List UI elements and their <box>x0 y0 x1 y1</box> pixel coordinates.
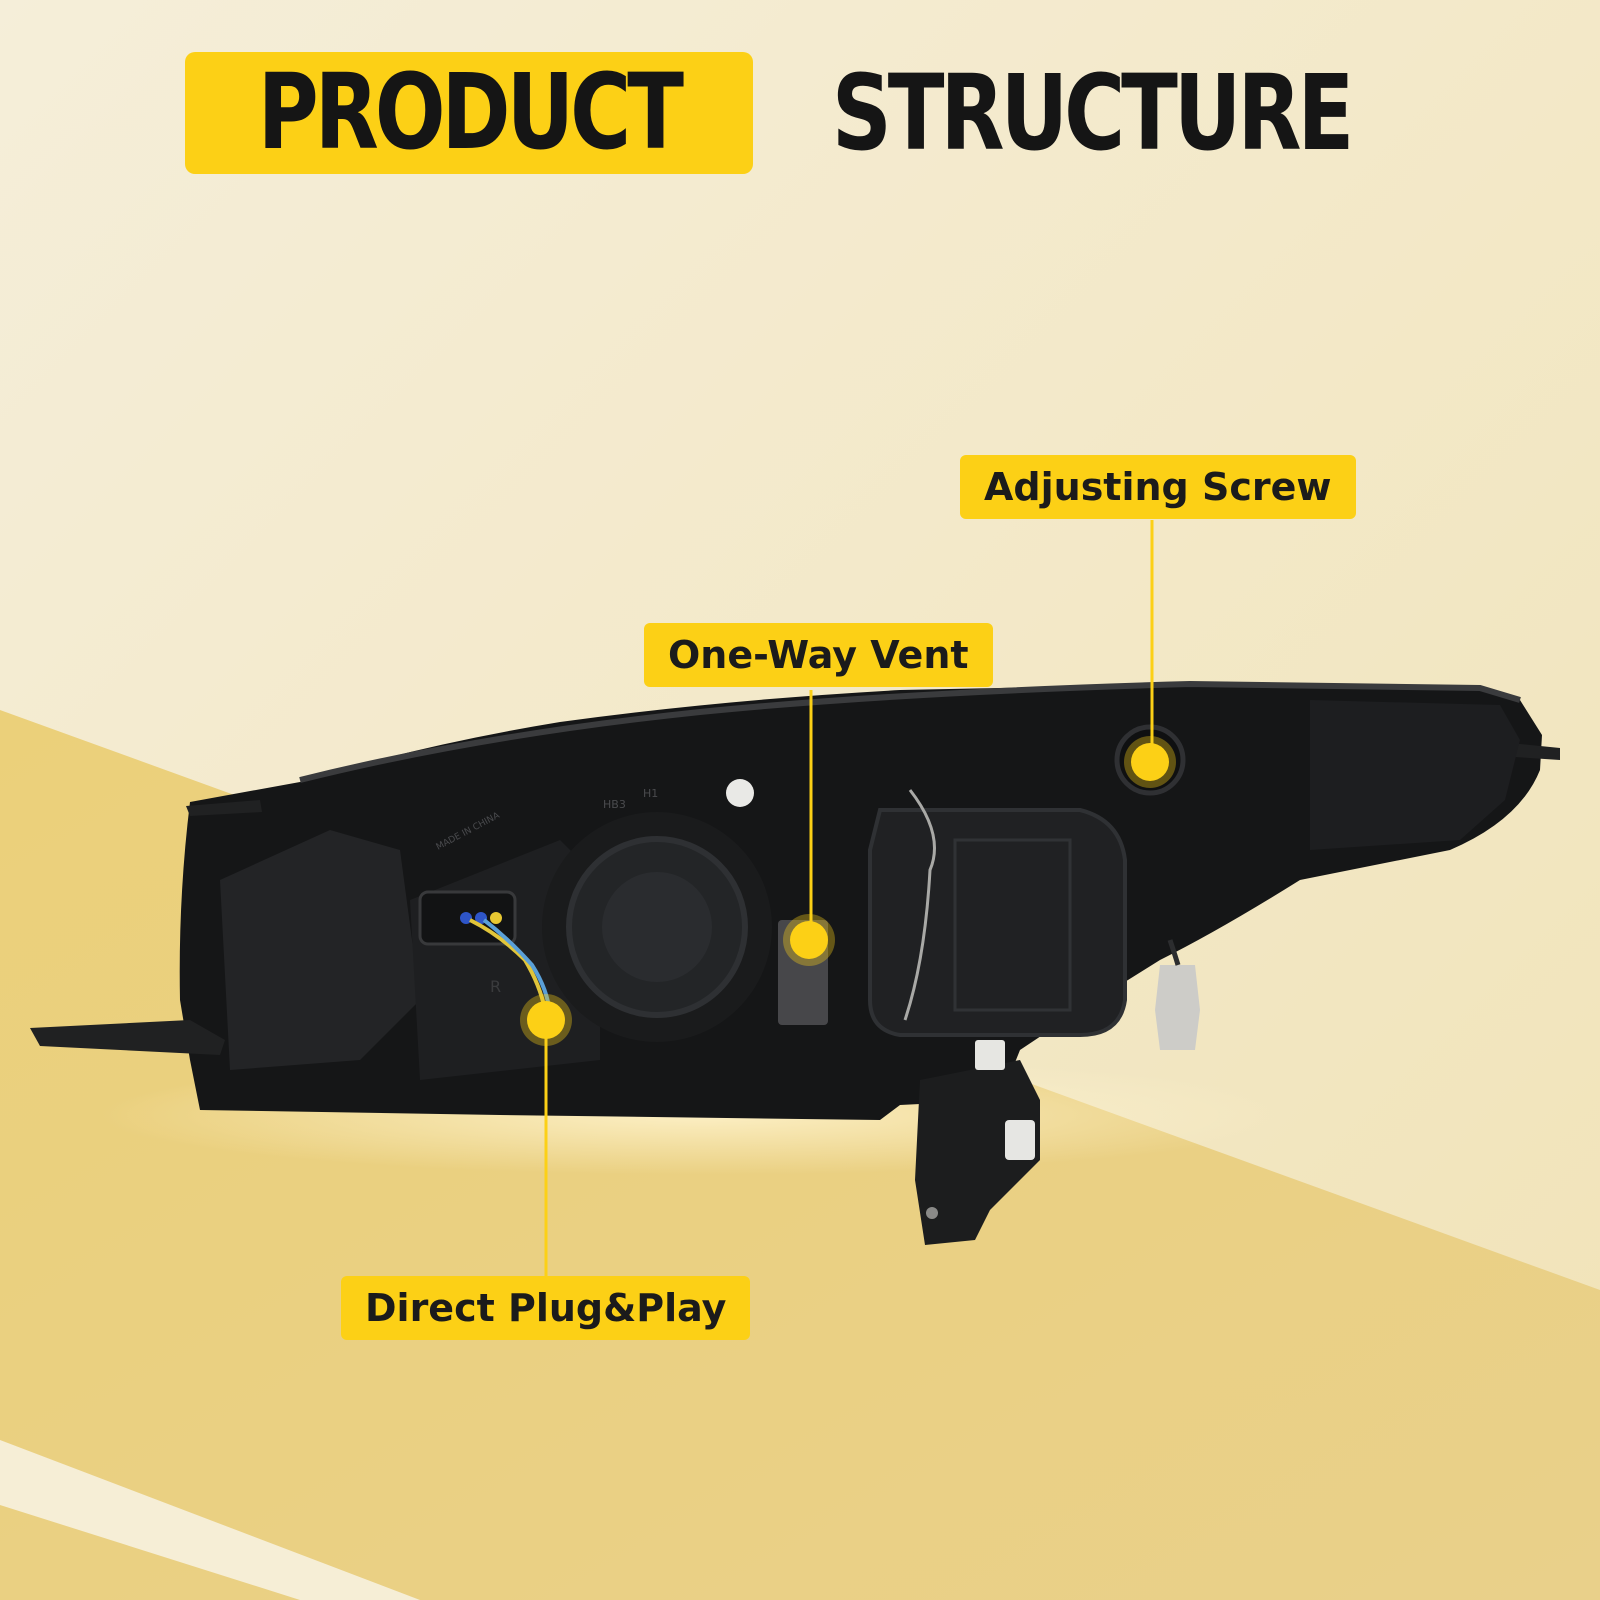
marker-wire <box>1167 939 1181 966</box>
left-bracket <box>30 1020 225 1055</box>
vent-cap-white <box>726 779 754 807</box>
dot-screw <box>1131 743 1169 781</box>
white-clip <box>975 1040 1005 1070</box>
retaining-wire <box>903 789 936 1021</box>
callout-adjusting-screw: Adjusting Screw <box>960 455 1356 519</box>
bulb-cap-center <box>602 872 712 982</box>
page-title: PRODUCT STRUCTURE <box>0 52 1600 174</box>
bolt <box>926 1207 938 1219</box>
marking-side: R <box>490 977 501 996</box>
marking-hb3: HB3 <box>603 798 626 811</box>
lens-edge <box>299 680 1521 783</box>
wire-yellow <box>490 912 502 924</box>
left-panel <box>220 830 420 1070</box>
dot-plug <box>527 1001 565 1039</box>
title-word-product: PRODUCT <box>257 51 684 173</box>
right-panel <box>1310 700 1520 850</box>
marker-socket <box>1155 965 1200 1050</box>
bracket-clip <box>1005 1120 1035 1160</box>
title-word-structure: STRUCTURE <box>831 52 1355 174</box>
top-left-tab <box>186 800 262 816</box>
high-beam-cover <box>868 808 1127 1037</box>
cover-ribs <box>953 838 1072 1012</box>
title-highlight: PRODUCT <box>185 52 753 174</box>
dot-vent <box>790 921 828 959</box>
wire-blue <box>460 912 472 924</box>
wire-blue-run <box>482 918 552 1016</box>
background-stripe <box>0 1440 420 1600</box>
lower-bracket <box>915 1060 1040 1245</box>
callout-direct-plug: Direct Plug&Play <box>341 1276 751 1340</box>
marking-h1: H1 <box>643 787 658 800</box>
callout-one-way-vent: One-Way Vent <box>644 623 993 687</box>
